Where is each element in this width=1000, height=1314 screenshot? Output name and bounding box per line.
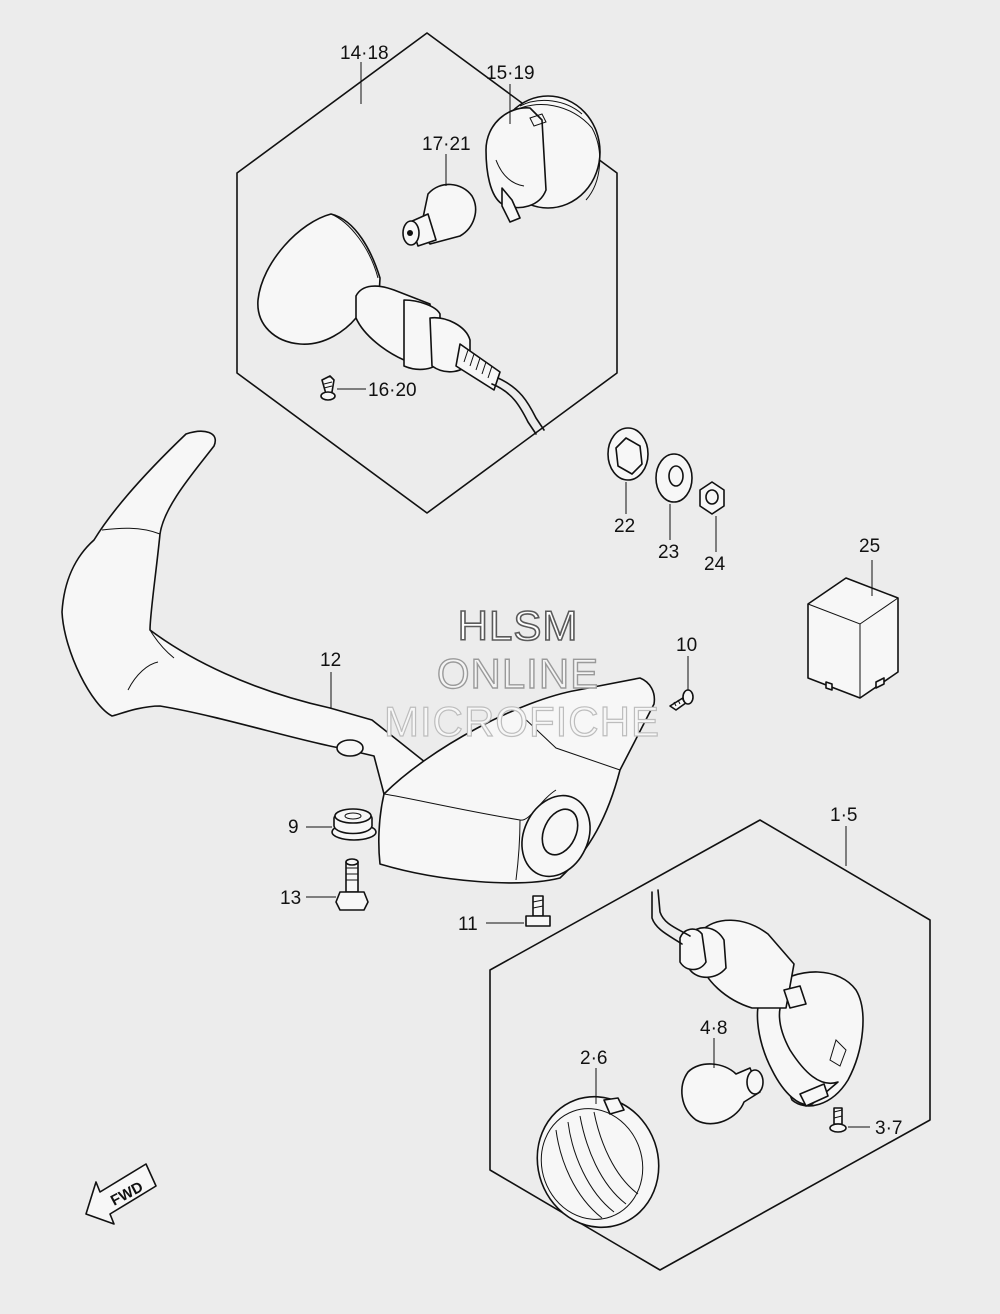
lower-assembly-box bbox=[489, 819, 931, 1271]
upper-lens bbox=[485, 95, 601, 223]
label-12: 12 bbox=[320, 650, 341, 671]
label-25: 25 bbox=[859, 536, 880, 557]
upper-lamp-housing bbox=[257, 213, 545, 435]
nut-24 bbox=[699, 481, 725, 515]
watermark-line1: HLSM bbox=[458, 602, 579, 649]
screw-16-20 bbox=[320, 375, 336, 401]
lower-bulb bbox=[681, 1063, 764, 1125]
label-9: 9 bbox=[288, 817, 299, 838]
label-24: 24 bbox=[704, 554, 726, 575]
lower-lamp-housing bbox=[651, 889, 864, 1107]
lower-lens bbox=[536, 1095, 660, 1229]
label-4-8: 4·8 bbox=[700, 1018, 727, 1039]
screw-10 bbox=[669, 689, 694, 711]
label-15-19: 15·19 bbox=[486, 63, 535, 84]
washer-23 bbox=[655, 453, 693, 503]
label-14-18: 14·18 bbox=[340, 43, 389, 64]
grommet-9 bbox=[331, 808, 377, 841]
bolt-11 bbox=[525, 895, 551, 927]
upper-bulb bbox=[402, 183, 477, 247]
watermark-line3: MICROFICHE bbox=[384, 698, 660, 745]
label-2-6: 2·6 bbox=[580, 1048, 607, 1069]
label-3-7: 3·7 bbox=[875, 1118, 902, 1139]
label-16-20: 16·20 bbox=[368, 380, 417, 401]
label-22: 22 bbox=[614, 516, 635, 537]
label-23: 23 bbox=[658, 542, 679, 563]
label-17-21: 17·21 bbox=[422, 134, 471, 155]
watermark-line2: ONLINE bbox=[437, 650, 599, 697]
relay-25 bbox=[807, 577, 899, 699]
label-1-5: 1·5 bbox=[830, 805, 857, 826]
nut-plate-22 bbox=[607, 427, 649, 481]
label-13: 13 bbox=[280, 888, 301, 909]
label-11: 11 bbox=[458, 914, 478, 935]
bracket-12 bbox=[61, 430, 656, 884]
label-10: 10 bbox=[676, 635, 697, 656]
bolt-13 bbox=[335, 858, 369, 911]
fwd-arrow-icon: FWD bbox=[85, 1163, 157, 1225]
upper-assembly-box bbox=[236, 32, 618, 514]
screw-3-7 bbox=[829, 1107, 847, 1133]
